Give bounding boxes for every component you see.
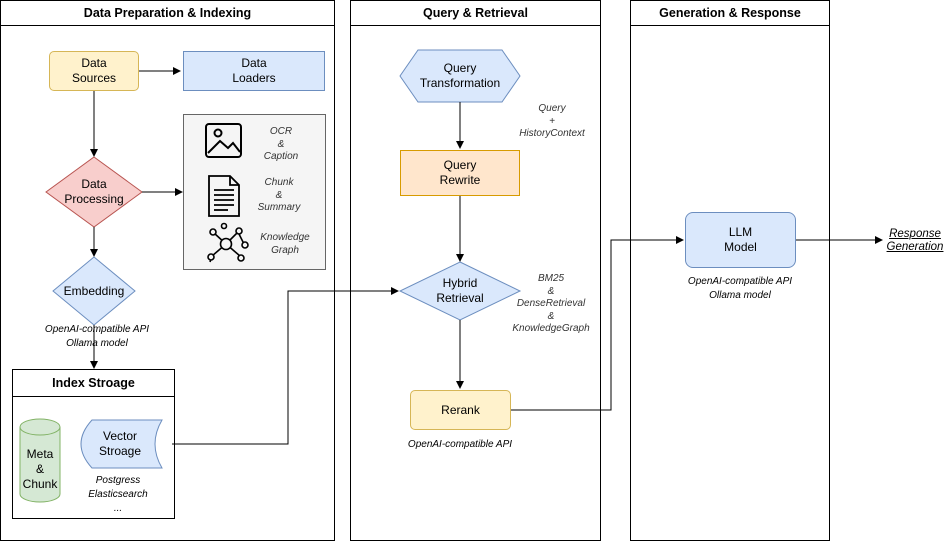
rerank-node: Rerank [410, 390, 511, 430]
vector-backends-note: Postgress Elasticsearch ... [88, 475, 148, 514]
meta-chunk-shape [19, 418, 61, 503]
panel-generation-response: Generation & Response [630, 0, 830, 541]
embedding-api-note: OpenAI-compatible API Ollama model [44, 324, 150, 349]
index-storage-title: Index Stroage [13, 370, 174, 397]
query-transformation-label: Query Transformation [419, 61, 501, 90]
vector-storage-shape [80, 419, 163, 469]
knowledge-graph-label: Knowledge Graph [260, 232, 310, 256]
panel-title-generation-response: Generation & Response [631, 1, 829, 26]
edge-rerank-to-llm [511, 236, 684, 411]
llm-api-note: OpenAI-compatible API Ollama model [687, 276, 793, 301]
meta-chunk-label: Meta & Chunk [22, 446, 58, 491]
knowledge-graph-icon [207, 222, 249, 263]
ocr-caption-label: OCR & Caption [263, 126, 299, 162]
rerank-api-note: OpenAI-compatible API [407, 439, 513, 450]
query-context-note: Query + HistoryContext [519, 103, 585, 139]
data-loaders-node: Data Loaders [183, 51, 325, 91]
panel-title-data-preparation: Data Preparation & Indexing [1, 1, 334, 26]
chunk-summary-label: Chunk & Summary [257, 177, 301, 213]
image-icon [205, 123, 242, 158]
query-rewrite-node: Query Rewrite [400, 150, 520, 196]
panel-title-query-retrieval: Query & Retrieval [351, 1, 600, 26]
document-icon [208, 175, 240, 217]
query-transformation-shape [399, 49, 521, 103]
data-processing-label: Data Processing [64, 177, 124, 206]
data-sources-node: Data Sources [49, 51, 139, 91]
vector-storage-label: Vector Stroage [98, 429, 142, 458]
hybrid-retrieval-label: Hybrid Retrieval [436, 276, 484, 305]
llm-model-node: LLM Model [685, 212, 796, 268]
embedding-label: Embedding [63, 283, 125, 298]
response-generation-label: Response Generation [886, 228, 944, 253]
edge-vector-to-hybrid [172, 287, 399, 445]
retrieval-methods-note: BM25 & DenseRetrieval & KnowledgeGraph [512, 273, 590, 334]
